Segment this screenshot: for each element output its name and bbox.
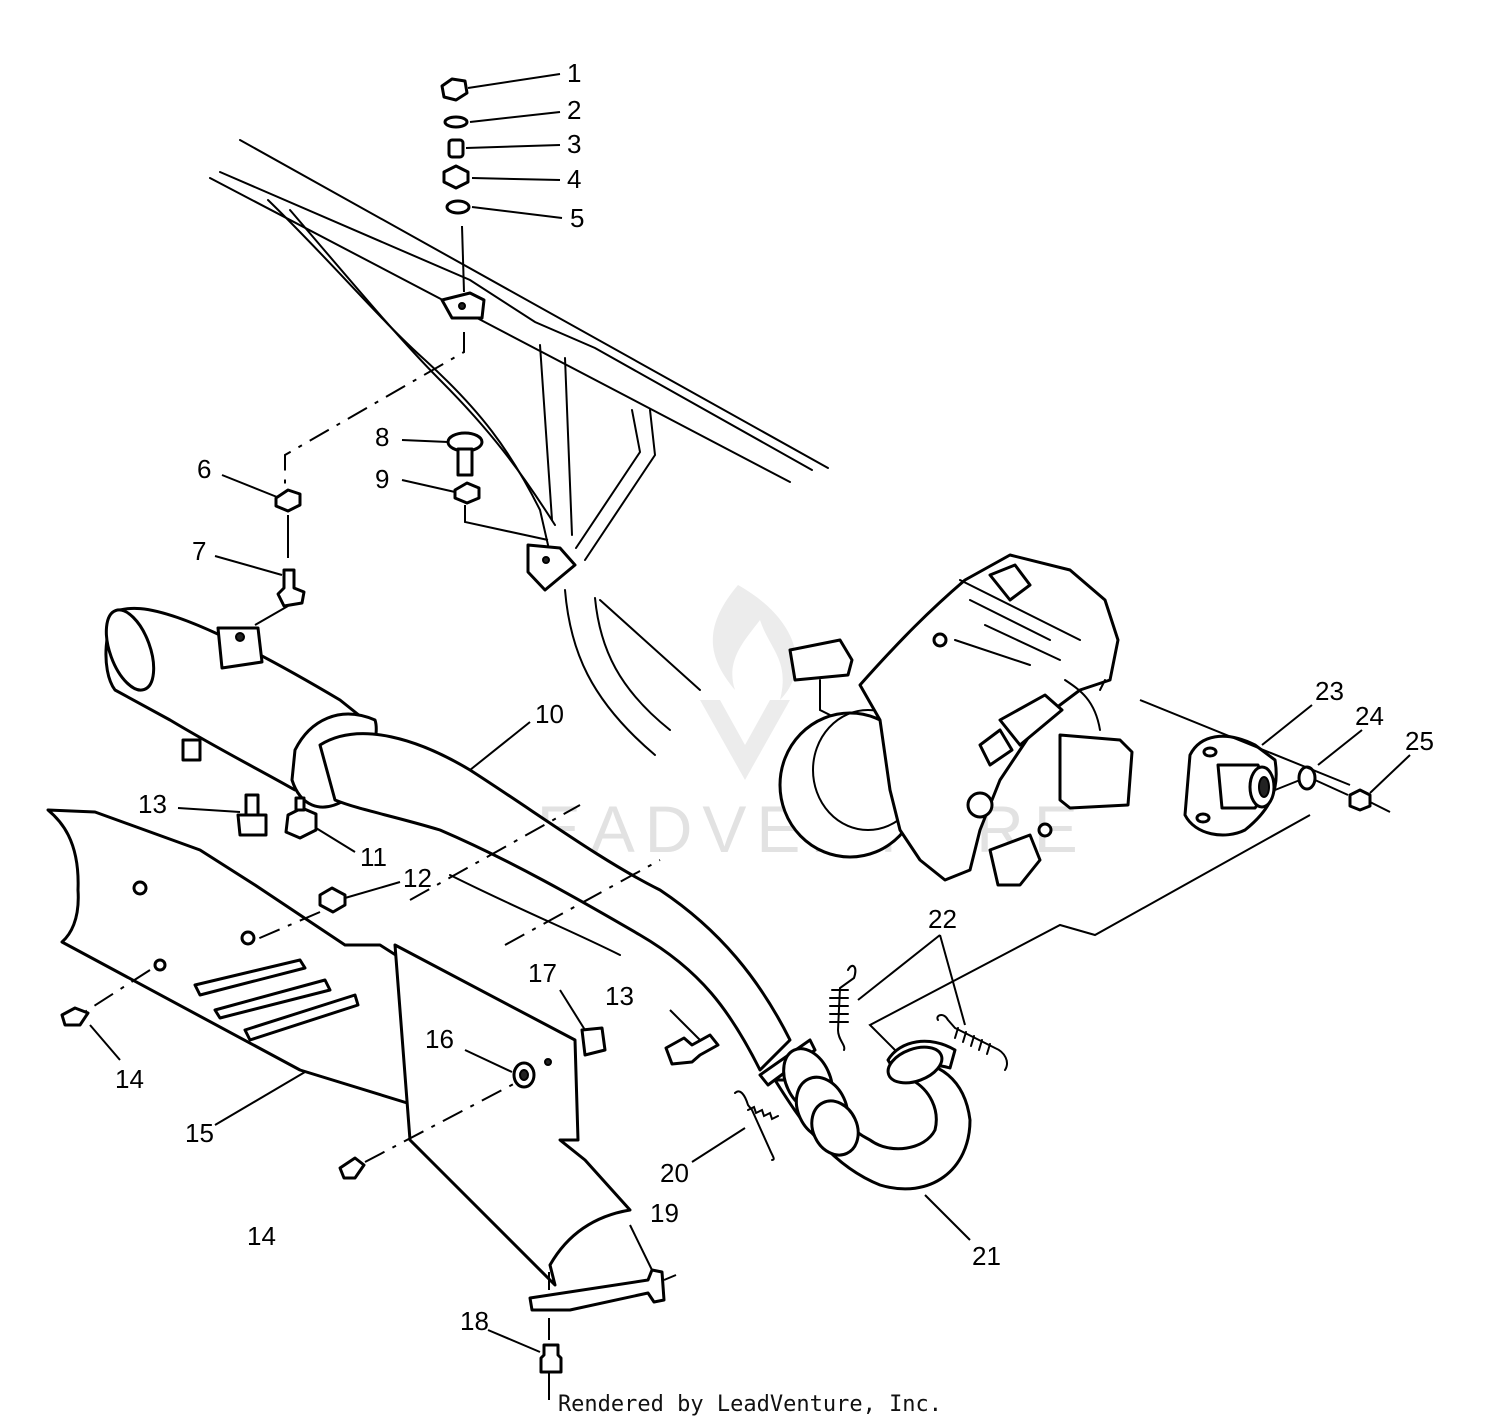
heat-shield bbox=[46, 808, 632, 1287]
nut-1 bbox=[440, 77, 469, 102]
callout-17: 17 bbox=[528, 958, 557, 988]
watermark-logo-icon bbox=[712, 585, 797, 700]
callout-21: 21 bbox=[972, 1241, 1001, 1271]
mount-hardware-stack bbox=[284, 77, 471, 487]
engine bbox=[778, 553, 1134, 887]
callout-14b: 14 bbox=[247, 1221, 276, 1251]
callout-13b: 13 bbox=[605, 981, 634, 1011]
clip-17 bbox=[580, 1026, 607, 1057]
washer-5 bbox=[445, 199, 471, 215]
watermark-v-icon bbox=[700, 700, 790, 780]
callout-12: 12 bbox=[403, 863, 432, 893]
callout-1: 1 bbox=[567, 58, 581, 88]
callout-14a: 14 bbox=[115, 1064, 144, 1094]
spring-22b bbox=[936, 1014, 1008, 1071]
nut-6 bbox=[274, 488, 302, 513]
callout-6: 6 bbox=[197, 454, 211, 484]
spring-22a bbox=[829, 964, 857, 1051]
callout-18: 18 bbox=[460, 1306, 489, 1336]
callout-labels: 1 2 3 4 5 6 7 8 9 10 11 12 13 13 14 14 1… bbox=[115, 58, 1434, 1336]
bolt-13b bbox=[664, 1033, 720, 1066]
callout-20: 20 bbox=[660, 1158, 689, 1188]
nut-11 bbox=[284, 806, 318, 840]
frame bbox=[209, 139, 829, 756]
callout-19: 19 bbox=[650, 1198, 679, 1228]
callout-11: 11 bbox=[360, 842, 387, 872]
callout-13a: 13 bbox=[138, 789, 167, 819]
screw-14a bbox=[60, 1006, 90, 1027]
pin-18 bbox=[539, 1343, 563, 1374]
callout-10: 10 bbox=[535, 699, 564, 729]
washer-2 bbox=[443, 115, 469, 129]
callout-23: 23 bbox=[1315, 676, 1344, 706]
spring-20 bbox=[734, 1090, 779, 1161]
grommet-4 bbox=[442, 164, 470, 190]
callout-4: 4 bbox=[567, 164, 581, 194]
callout-22: 22 bbox=[928, 904, 957, 934]
render-credit-footer: Rendered by LeadVenture, Inc. bbox=[557, 1392, 943, 1417]
bolt-13a bbox=[244, 793, 260, 817]
muffler bbox=[104, 606, 792, 1072]
bushing-3 bbox=[447, 138, 465, 159]
callout-9: 9 bbox=[375, 464, 389, 494]
nut-25 bbox=[1348, 788, 1372, 812]
callout-25: 25 bbox=[1405, 726, 1434, 756]
callout-7: 7 bbox=[192, 536, 206, 566]
clip-12 bbox=[318, 886, 347, 914]
screw-14b bbox=[338, 1156, 366, 1180]
callout-8: 8 bbox=[375, 422, 389, 452]
callout-2: 2 bbox=[567, 95, 581, 125]
callout-24: 24 bbox=[1355, 701, 1384, 731]
leader-lines bbox=[89, 73, 1411, 1353]
bolt-7 bbox=[276, 568, 306, 608]
callout-5: 5 bbox=[570, 203, 584, 233]
callout-3: 3 bbox=[567, 129, 581, 159]
callout-15: 15 bbox=[185, 1118, 214, 1148]
head-pipe bbox=[758, 1038, 972, 1191]
callout-16: 16 bbox=[425, 1024, 454, 1054]
nut-9 bbox=[453, 481, 481, 505]
bracket-19 bbox=[528, 1268, 666, 1312]
